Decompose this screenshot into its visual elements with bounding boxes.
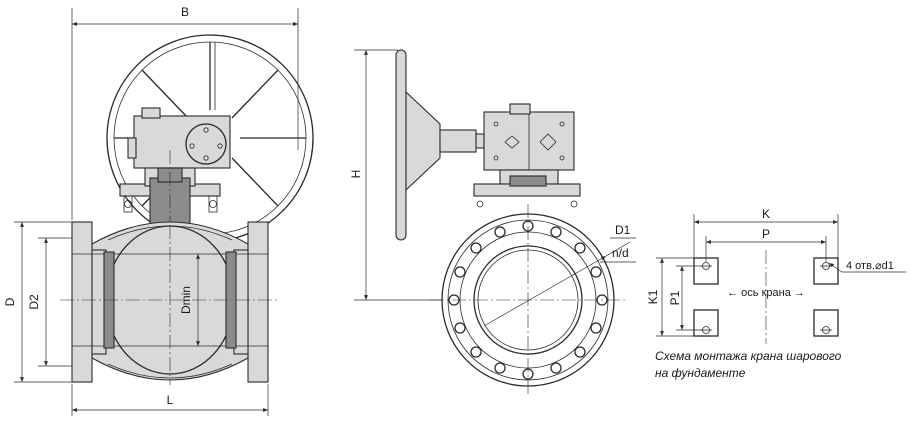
neck-front <box>119 150 221 232</box>
dim-label-p1: P1 <box>668 290 682 305</box>
dim-label-d: D <box>3 297 17 306</box>
dim-label-nd: n/d <box>612 246 629 260</box>
caption-line-2: на фундаменте <box>655 366 746 380</box>
side-view: D1 n/d H <box>349 49 636 396</box>
gearbox-side <box>473 103 581 208</box>
dim-label-dmin: Dmin <box>179 286 193 314</box>
dim-label-h: H <box>349 170 363 179</box>
dim-label-l: L <box>167 393 174 407</box>
caption-line-1: Схема монтажа крана шарового <box>655 349 842 363</box>
holes-label: 4 отв.⌀d1 <box>846 260 894 272</box>
foundation-scheme: K P K1 P1 ← ось крана → 4 отв.⌀d1 Схема … <box>646 207 906 380</box>
dim-label-d1: D1 <box>615 223 631 237</box>
axis-label: ← ось крана → <box>727 287 805 299</box>
dim-label-k: K <box>762 207 770 221</box>
gearbox-front <box>127 107 231 169</box>
dim-label-d2: D2 <box>27 294 41 310</box>
dim-label-k1: K1 <box>646 289 660 304</box>
dim-label-p: P <box>762 227 770 241</box>
valve-body-front <box>60 221 280 385</box>
dimensions-front: B D D2 Dmin L <box>3 5 299 416</box>
handwheel-side <box>395 49 485 241</box>
dimension-h: H <box>349 49 442 301</box>
front-view: B D D2 Dmin L <box>3 5 314 416</box>
dim-label-b: B <box>181 5 189 19</box>
flange-side: D1 n/d <box>430 204 636 396</box>
